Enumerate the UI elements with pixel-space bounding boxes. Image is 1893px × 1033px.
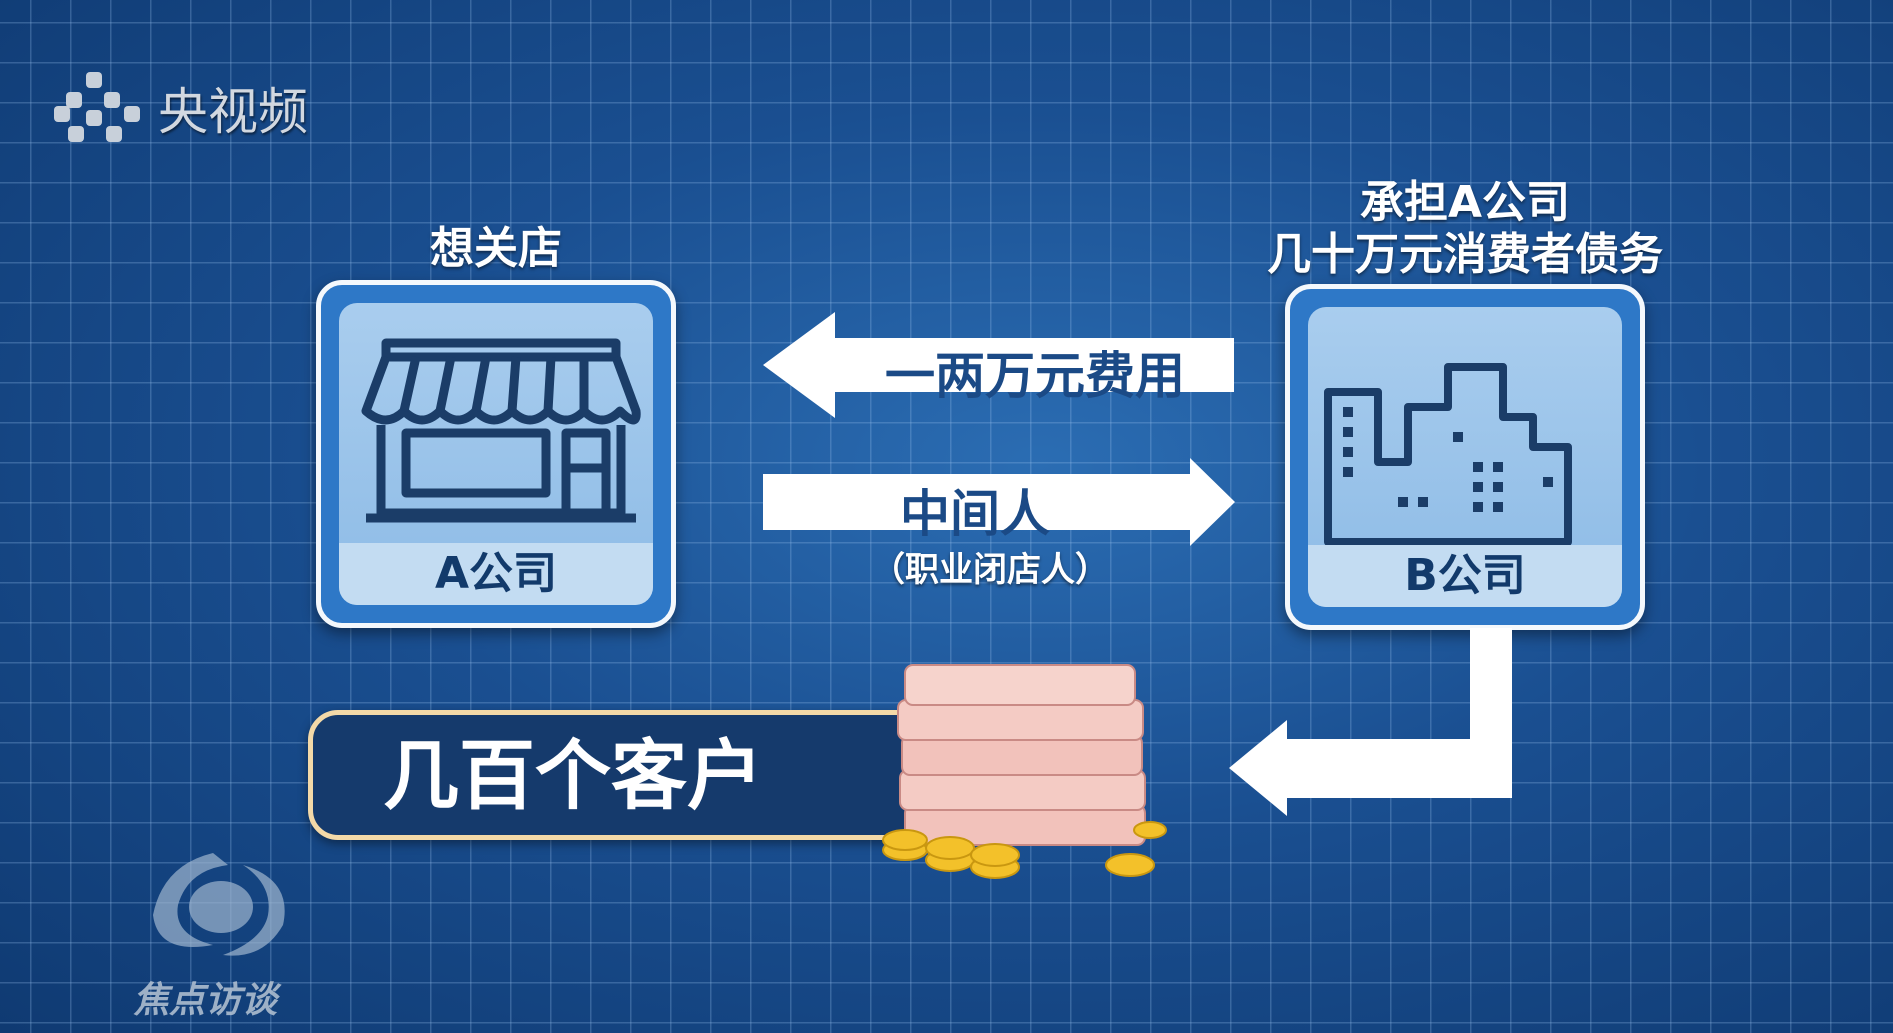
program-logo-text: 焦点访谈 [133,980,278,1021]
company-b-label: B公司 [1308,545,1622,607]
company-a-card: A公司 [316,280,676,628]
arrow-right-icon [763,458,1235,546]
cctv-video-logo: 央视频 [54,70,308,146]
company-b-caption-line1: 承担A公司 [1359,177,1571,228]
logo-text: 央视频 [158,83,308,141]
company-b-caption-line2: 几十万元消费者债务 [1267,229,1663,280]
company-b-card: B公司 [1285,284,1645,630]
fee-label: 一两万元费用 [885,347,1185,405]
company-a-caption: 想关店 [430,223,562,274]
program-logo-icon [153,853,285,956]
focus-interview-logo: 焦点访谈 [133,845,313,1021]
customers-box: 几百个客户 [308,710,928,840]
city-buildings-icon [1324,363,1572,546]
customers-label: 几百个客户 [383,731,763,820]
storefront-icon [361,338,641,523]
middleman-label: 中间人 [900,485,1050,543]
company-a-label: A公司 [339,543,653,605]
logo-icon [54,72,140,142]
middleman-sublabel: （职业闭店人） [871,550,1109,590]
money-stack-icon [882,664,1167,879]
return-arrow-icon [1229,628,1512,816]
arrow-left-icon [763,312,1234,418]
